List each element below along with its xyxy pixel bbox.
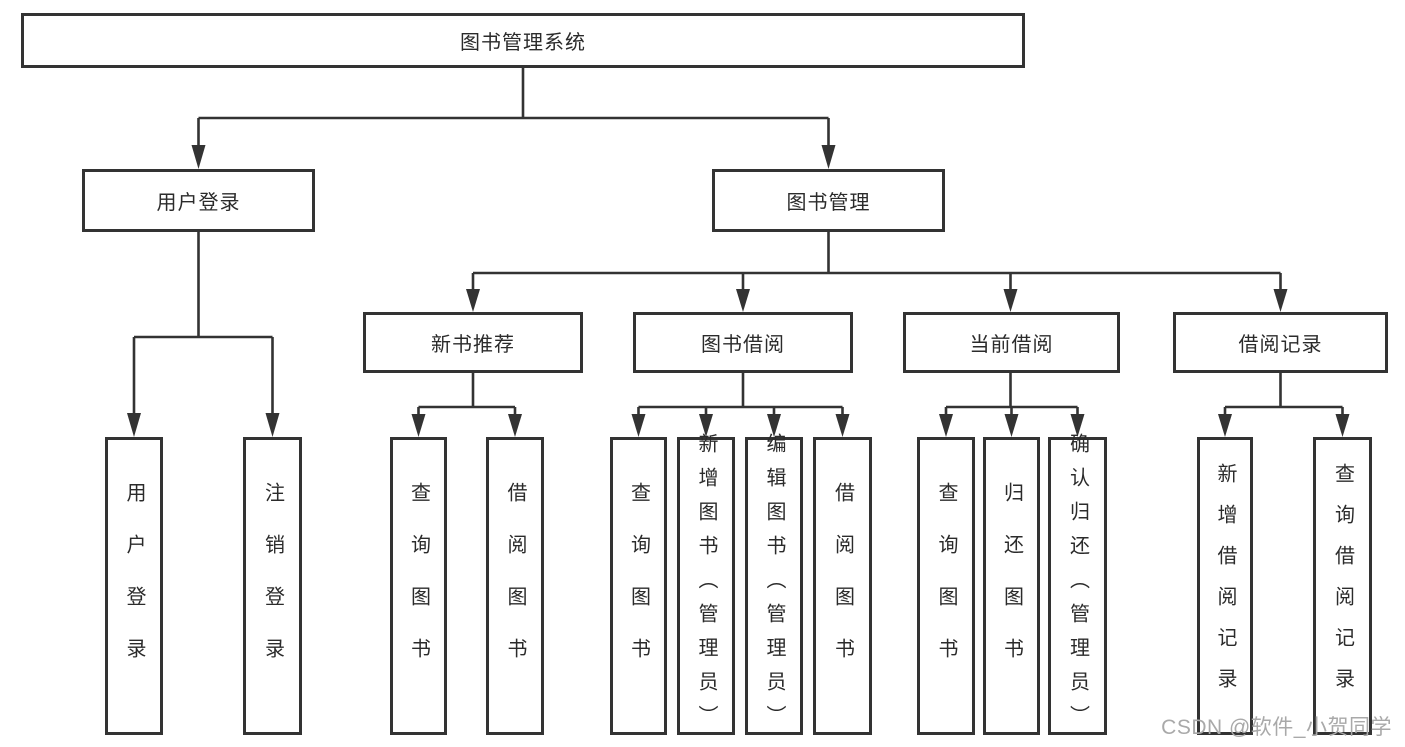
arrowhead-icon <box>835 414 850 437</box>
leaf-return-book: 归还图书 <box>983 437 1040 735</box>
arrowhead-icon <box>1218 414 1232 437</box>
connector-newrec-to-leaves <box>411 373 522 437</box>
node-new-rec: 新书推荐 <box>363 312 583 373</box>
watermark: CSDN @软件_小贺同学 <box>1161 716 1392 739</box>
leaf-return-book-label: 归还图书 <box>1000 482 1023 690</box>
node-borrow-rec-label: 借阅记录 <box>1238 334 1323 356</box>
connector-bookmgmt-to-level3 <box>466 232 1288 312</box>
leaf-user-login: 用户登录 <box>105 437 163 735</box>
node-book-mgmt: 图书管理 <box>712 169 945 232</box>
leaf-add-record: 新增借阅记录 <box>1197 437 1253 735</box>
arrowhead-icon <box>631 414 646 437</box>
node-book-borrow: 图书借阅 <box>633 312 853 373</box>
arrowhead-icon <box>508 414 522 437</box>
leaf-confirm-return: 确认归还（管理员） <box>1048 433 1107 739</box>
arrowhead-icon <box>821 145 836 169</box>
leaf-query-book-1: 查询图书 <box>390 437 447 735</box>
node-cur-borrow-label: 当前借阅 <box>969 334 1054 356</box>
node-root: 图书管理系统 <box>21 13 1025 68</box>
connector-bookborrow-to-leaves <box>631 373 850 437</box>
arrowhead-icon <box>127 413 141 437</box>
node-root-label: 图书管理系统 <box>460 32 586 54</box>
leaf-query-record-label: 查询借阅记录 <box>1331 463 1354 709</box>
leaf-confirm-return-label: 确认归还（管理员） <box>1066 433 1089 739</box>
leaf-user-login-label: 用户登录 <box>123 482 145 690</box>
leaf-query-book-3-label: 查询图书 <box>935 482 957 690</box>
arrowhead-icon <box>1004 414 1019 437</box>
node-user-login-label: 用户登录 <box>156 192 241 214</box>
leaf-borrow-book-1-label: 借阅图书 <box>504 482 526 690</box>
leaf-query-record: 查询借阅记录 <box>1313 437 1372 735</box>
arrowhead-icon <box>466 289 480 312</box>
leaf-borrow-book-2: 借阅图书 <box>813 437 872 735</box>
arrowhead-icon <box>736 289 750 312</box>
arrowhead-icon <box>191 145 206 169</box>
leaf-query-book-2: 查询图书 <box>610 437 667 735</box>
leaf-edit-book: 编辑图书（管理员） <box>745 433 803 739</box>
leaf-add-book-label: 新增图书（管理员） <box>695 433 717 739</box>
leaf-edit-book-label: 编辑图书（管理员） <box>763 433 785 739</box>
leaf-logout: 注销登录 <box>243 437 302 735</box>
node-borrow-rec: 借阅记录 <box>1173 312 1388 373</box>
connector-borrowrec-to-leaves <box>1218 373 1350 437</box>
leaf-query-book-3: 查询图书 <box>917 437 975 735</box>
leaf-logout-label: 注销登录 <box>261 482 284 690</box>
leaf-borrow-book-1: 借阅图书 <box>486 437 544 735</box>
node-book-borrow-label: 图书借阅 <box>701 334 785 356</box>
leaf-query-book-1-label: 查询图书 <box>407 482 430 690</box>
arrowhead-icon <box>1273 289 1288 312</box>
connector-curborrow-to-leaves <box>939 373 1085 437</box>
leaf-add-book: 新增图书（管理员） <box>677 433 735 739</box>
connector-userlogin-to-leaves <box>127 232 280 437</box>
connector-root-to-level2 <box>191 68 836 169</box>
arrowhead-icon <box>265 413 280 437</box>
arrowhead-icon <box>1335 414 1350 437</box>
arrowhead-icon <box>939 414 953 437</box>
leaf-add-record-label: 新增借阅记录 <box>1214 463 1236 709</box>
arrowhead-icon <box>411 414 426 437</box>
leaf-query-book-2-label: 查询图书 <box>627 482 650 690</box>
node-book-mgmt-label: 图书管理 <box>786 192 871 214</box>
node-cur-borrow: 当前借阅 <box>903 312 1120 373</box>
node-new-rec-label: 新书推荐 <box>431 334 515 356</box>
leaf-borrow-book-2-label: 借阅图书 <box>831 482 854 690</box>
arrowhead-icon <box>1003 289 1018 312</box>
node-user-login: 用户登录 <box>82 169 315 232</box>
